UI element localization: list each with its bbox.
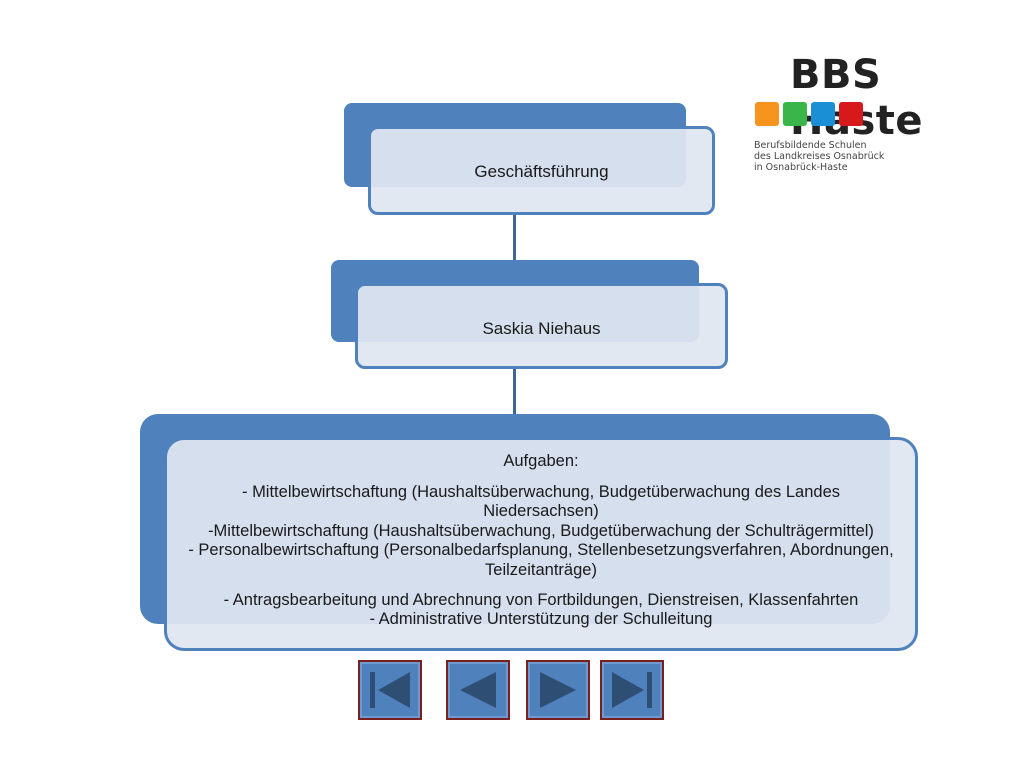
logo-subtitle: Berufsbildende Schulen des Landkreises O… (754, 140, 884, 173)
tasks-heading: Aufgaben: (503, 452, 579, 470)
logo-square-blue (811, 102, 835, 126)
next-slide-button[interactable] (526, 660, 590, 720)
previous-slide-icon (460, 672, 496, 708)
task-line: - Administrative Unterstützung der Schul… (369, 610, 713, 629)
first-slide-icon (370, 672, 410, 708)
connector-line (513, 215, 516, 260)
first-slide-button[interactable] (358, 660, 422, 720)
node-label: Saskia Niehaus (482, 319, 601, 338)
logo-subtitle-line: in Osnabrück-Haste (754, 162, 848, 173)
logo-subtitle-line: des Landkreises Osnabrück (754, 151, 885, 162)
previous-slide-button[interactable] (446, 660, 510, 720)
logo-subtitle-line: Berufsbildende Schulen (754, 140, 867, 151)
node-label: Geschäftsführung (474, 162, 609, 181)
node-geschaeftsfuehrung: Geschäftsführung (368, 126, 715, 215)
next-slide-icon (540, 672, 576, 708)
node-person: Saskia Niehaus (355, 283, 728, 369)
last-slide-icon (612, 672, 652, 708)
task-line: - Antragsbearbeitung und Abrechnung von … (223, 590, 859, 609)
task-line: -Mittelbewirtschaftung (Haushaltsüberwac… (208, 521, 874, 540)
node-tasks: Aufgaben: - Mittelbewirtschaftung (Haush… (164, 437, 918, 651)
logo-square-red (839, 102, 863, 126)
connector-line (513, 369, 516, 414)
last-slide-button[interactable] (600, 660, 664, 720)
logo-title: BBS Haste (790, 52, 923, 144)
task-line: - Personalbewirtschaftung (Personalbedar… (188, 541, 894, 579)
logo-squares (755, 102, 863, 126)
logo-square-green (783, 102, 807, 126)
logo-square-orange (755, 102, 779, 126)
task-line: - Mittelbewirtschaftung (Haushaltsüberwa… (241, 482, 841, 521)
